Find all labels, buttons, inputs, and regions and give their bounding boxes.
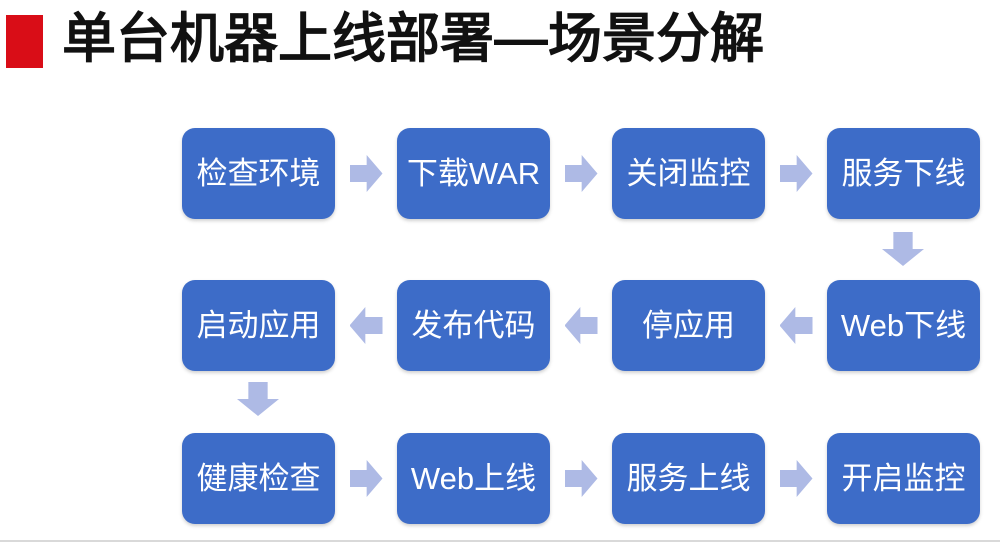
step-web-offline: Web下线 <box>827 280 980 371</box>
step-check-env: 检查环境 <box>182 128 335 219</box>
title-bullet-icon <box>6 14 43 68</box>
arrow-down-icon <box>882 232 924 266</box>
arrow-right-icon <box>349 155 383 192</box>
arrow-left-icon <box>349 307 383 344</box>
connector-cell <box>550 280 612 371</box>
page-title: 单台机器上线部署—场景分解 <box>62 9 764 70</box>
connector-cell <box>550 433 612 524</box>
arrow-left-icon <box>779 307 813 344</box>
arrow-right-icon <box>564 155 598 192</box>
flow-row-3: 健康检查 Web上线 服务上线 开启监控 <box>182 433 980 524</box>
arrow-right-icon <box>779 155 813 192</box>
flow-row-2: 启动应用 发布代码 停应用 Web下线 <box>182 280 980 371</box>
arrow-down-icon <box>237 382 279 416</box>
step-start-app: 启动应用 <box>182 280 335 371</box>
step-download-war: 下载WAR <box>397 128 550 219</box>
step-deploy-code: 发布代码 <box>397 280 550 371</box>
step-service-offline: 服务下线 <box>827 128 980 219</box>
step-service-online: 服务上线 <box>612 433 765 524</box>
connector-cell <box>765 128 827 219</box>
arrow-left-icon <box>564 307 598 344</box>
arrow-right-icon <box>349 460 383 497</box>
step-enable-monitor: 开启监控 <box>827 433 980 524</box>
step-web-online: Web上线 <box>397 433 550 524</box>
step-health-check: 健康检查 <box>182 433 335 524</box>
connector-cell <box>335 128 397 219</box>
connector-cell <box>765 433 827 524</box>
arrow-right-icon <box>564 460 598 497</box>
slide-title-block: 单台机器上线部署—场景分解 <box>6 0 764 80</box>
flow-row-1: 检查环境 下载WAR 关闭监控 服务下线 <box>182 128 980 219</box>
connector-cell <box>335 433 397 524</box>
step-disable-monitor: 关闭监控 <box>612 128 765 219</box>
connector-cell <box>335 280 397 371</box>
arrow-right-icon <box>779 460 813 497</box>
connector-cell <box>765 280 827 371</box>
connector-cell <box>550 128 612 219</box>
step-stop-app: 停应用 <box>612 280 765 371</box>
